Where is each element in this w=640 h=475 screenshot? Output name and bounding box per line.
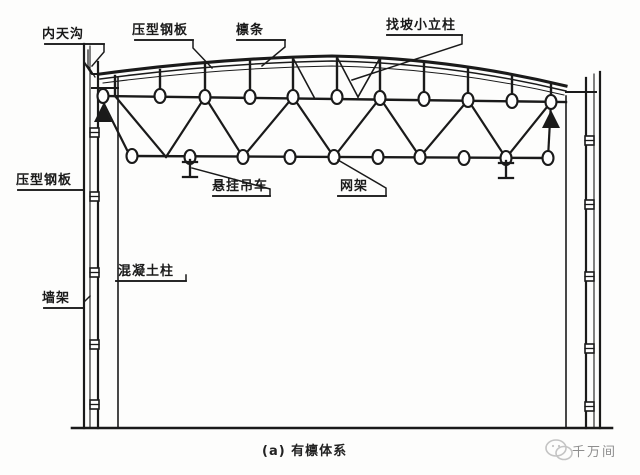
left-inner-gutter <box>83 43 101 78</box>
right-wall-frame <box>584 70 602 430</box>
label-purlin: 檩条 <box>236 23 265 38</box>
label-wall-frame: 墙架 <box>42 291 71 306</box>
label-underlines <box>17 34 463 309</box>
watermark-text: 千万间 <box>572 445 618 460</box>
label-wall-profiled-steel-sheet: 压型钢板 <box>16 173 73 188</box>
wechat-logo-icon <box>545 439 573 461</box>
left-wall-frame <box>82 42 100 430</box>
label-inner-gutter: 内天沟 <box>42 27 85 42</box>
left-concrete-column <box>96 60 119 430</box>
label-concrete-column: 混凝土柱 <box>118 264 175 279</box>
slope-post-braces <box>291 55 382 99</box>
label-suspended-crane: 悬挂吊车 <box>212 179 269 194</box>
roof-profiled-steel-sheet <box>98 54 568 96</box>
label-space-frame: 网架 <box>340 179 369 194</box>
space-frame-web-members <box>98 94 553 160</box>
column-support-brackets <box>91 87 597 128</box>
right-concrete-column <box>565 76 588 430</box>
suspended-crane-hangers <box>181 158 515 180</box>
label-slope-post: 找坡小立柱 <box>386 18 457 33</box>
space-frame-nodes <box>96 87 558 167</box>
figure-caption: (a) 有檩体系 <box>262 444 348 459</box>
label-roof-profiled-steel-sheet: 压型钢板 <box>132 23 189 38</box>
